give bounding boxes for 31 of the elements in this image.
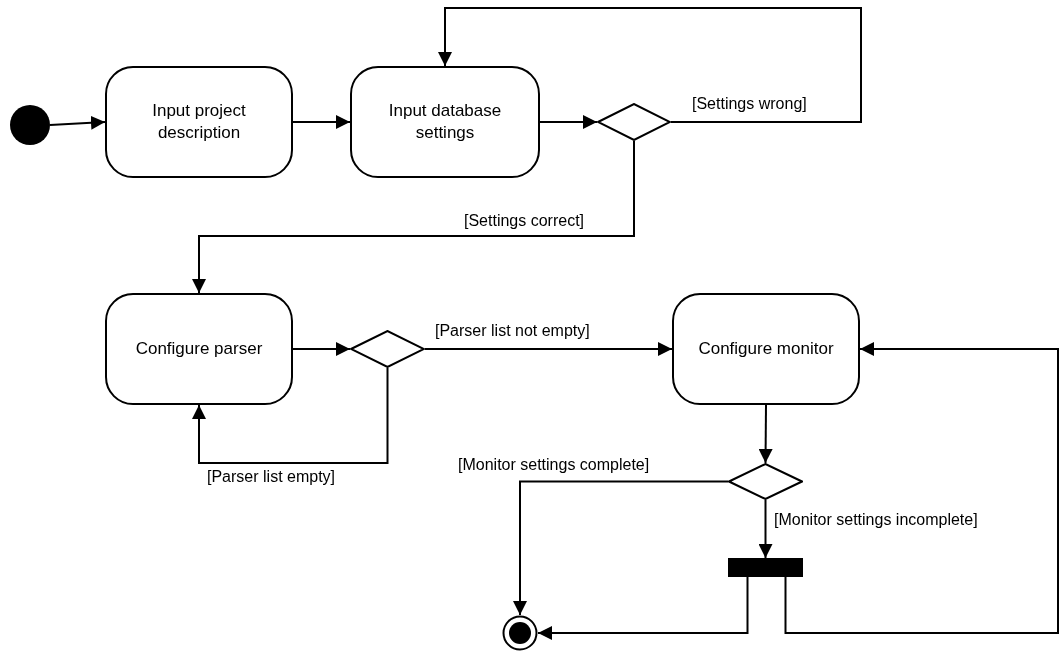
fork-bar: [728, 558, 803, 577]
action-label: Configure parser: [135, 338, 263, 360]
guard-label: [Monitor settings complete]: [456, 455, 652, 475]
arrow: [292, 115, 351, 129]
arrow: [784, 342, 1059, 634]
decision-diamond: [728, 463, 803, 500]
arrow: [49, 115, 106, 130]
decision-diamond: [597, 103, 671, 141]
arrow: [424, 342, 673, 356]
arrow: [758, 499, 773, 559]
arrow: [292, 342, 351, 356]
guard-label: [Monitor settings incomplete]: [772, 510, 980, 530]
action-box: [105, 293, 293, 405]
arrow: [192, 140, 635, 294]
action-label: Input project description: [151, 100, 247, 144]
arrow: [438, 7, 862, 123]
action-label: Input database settings: [387, 100, 503, 144]
arrow: [513, 480, 729, 616]
action-label: Configure monitor: [698, 338, 834, 360]
start-node: [10, 105, 50, 145]
arrow: [537, 576, 749, 640]
arrow: [758, 404, 773, 464]
action-box: [105, 66, 293, 178]
guard-label: [Parser list not empty]: [433, 321, 592, 341]
action-box: [350, 66, 540, 178]
arrow: [539, 115, 598, 129]
decision-diamond: [350, 330, 425, 368]
end-node: [502, 615, 538, 651]
arrow: [192, 367, 389, 464]
guard-label: [Settings wrong]: [690, 94, 809, 114]
action-box: [672, 293, 860, 405]
